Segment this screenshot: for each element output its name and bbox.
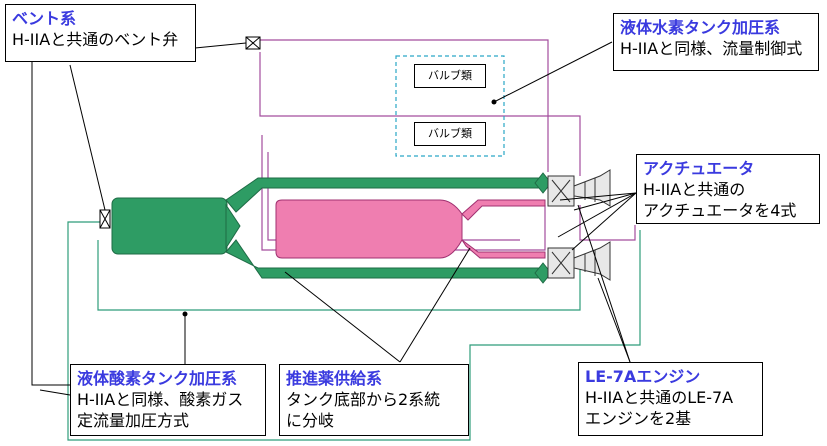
- lox-tank-and-feedlines: [111, 172, 552, 284]
- engine-upper: [547, 169, 611, 207]
- leader-lines: [31, 30, 637, 396]
- callout-vent-body: H-IIAと共通のベント弁: [12, 30, 179, 49]
- valve-box-upper: バルブ類: [414, 64, 486, 88]
- callout-engine-body: H-IIAと共通のLE-7A エンジンを2基: [585, 388, 734, 428]
- callout-lh2-press-body: H-IIAと同様、流量制御式: [620, 39, 803, 58]
- lh2-tank-and-feedlines: [275, 199, 546, 259]
- lox-press-marker: [182, 311, 188, 317]
- lh2-press-marker: [491, 99, 497, 105]
- valve-box-lower: バルブ類: [414, 122, 486, 146]
- callout-propellant-title: 推進薬供給系: [286, 369, 383, 388]
- callout-propellant: 推進薬供給系 タンク底部から2系統 に分岐: [279, 364, 469, 436]
- lox-pressurization-lines: [67, 221, 641, 441]
- callout-lox-press-body: H-IIAと同様、酸素ガス 定流量加圧方式: [77, 390, 244, 430]
- valve-group-frame: [395, 55, 505, 157]
- callout-vent-title: ベント系: [12, 9, 77, 28]
- callout-lox-press-title: 液体酸素タンク加圧系: [77, 369, 238, 388]
- callout-actuator-body: H-IIAと共通の アクチュエータを4式: [643, 180, 797, 220]
- callout-vent: ベント系 H-IIAと共通のベント弁: [5, 4, 196, 62]
- callout-lox-press: 液体酸素タンク加圧系 H-IIAと同様、酸素ガス 定流量加圧方式: [70, 364, 266, 436]
- callout-actuator: アクチュエータ H-IIAと共通の アクチュエータを4式: [636, 154, 820, 224]
- callout-engine-title: LE-7Aエンジン: [585, 367, 701, 386]
- le-7a-engines: [547, 169, 611, 281]
- callout-lh2-press: 液体水素タンク加圧系 H-IIAと同様、流量制御式: [613, 13, 819, 71]
- callout-actuator-title: アクチュエータ: [643, 159, 755, 178]
- callout-propellant-body: タンク底部から2系統 に分岐: [286, 390, 441, 430]
- engine-lower: [547, 241, 611, 281]
- callout-engine: LE-7Aエンジン H-IIAと共通のLE-7A エンジンを2基: [578, 362, 763, 436]
- callout-lh2-press-title: 液体水素タンク加圧系: [620, 18, 781, 37]
